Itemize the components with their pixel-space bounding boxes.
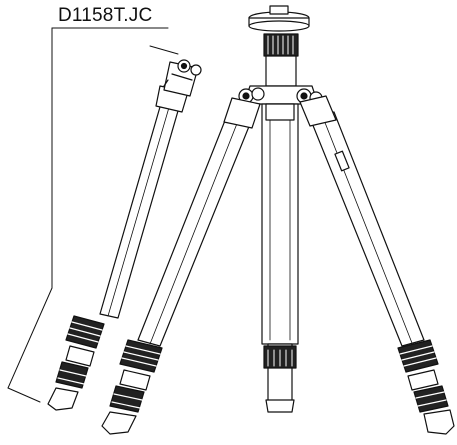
center-leg <box>261 103 299 413</box>
detached-leg-foot <box>47 387 79 411</box>
right-leg <box>299 95 455 435</box>
left-leg-foot <box>101 411 137 435</box>
right-leg-foot <box>423 409 455 435</box>
callout-bracket <box>7 27 179 403</box>
right-leg-collar <box>299 95 337 127</box>
right-leg-grip-upper <box>397 339 439 373</box>
left-leg-grip-lower <box>109 385 145 413</box>
center-leg-upper-tube <box>261 103 299 345</box>
detached-leg-grip-lower <box>55 361 89 389</box>
detached-leg-hinge <box>163 59 202 97</box>
right-leg-label-plate <box>334 150 350 172</box>
left-leg-grip-upper <box>119 339 163 373</box>
hinge-left <box>238 87 265 104</box>
detached-leg-grip-upper <box>65 315 105 349</box>
center-leg-foot <box>265 399 295 413</box>
left-leg <box>101 97 261 435</box>
left-leg-collar <box>223 97 261 129</box>
right-leg-grip-lower <box>413 385 449 413</box>
part-number-label: D1158T.JC <box>58 5 153 26</box>
detached-leg <box>47 59 202 411</box>
tripod-head <box>238 5 323 105</box>
